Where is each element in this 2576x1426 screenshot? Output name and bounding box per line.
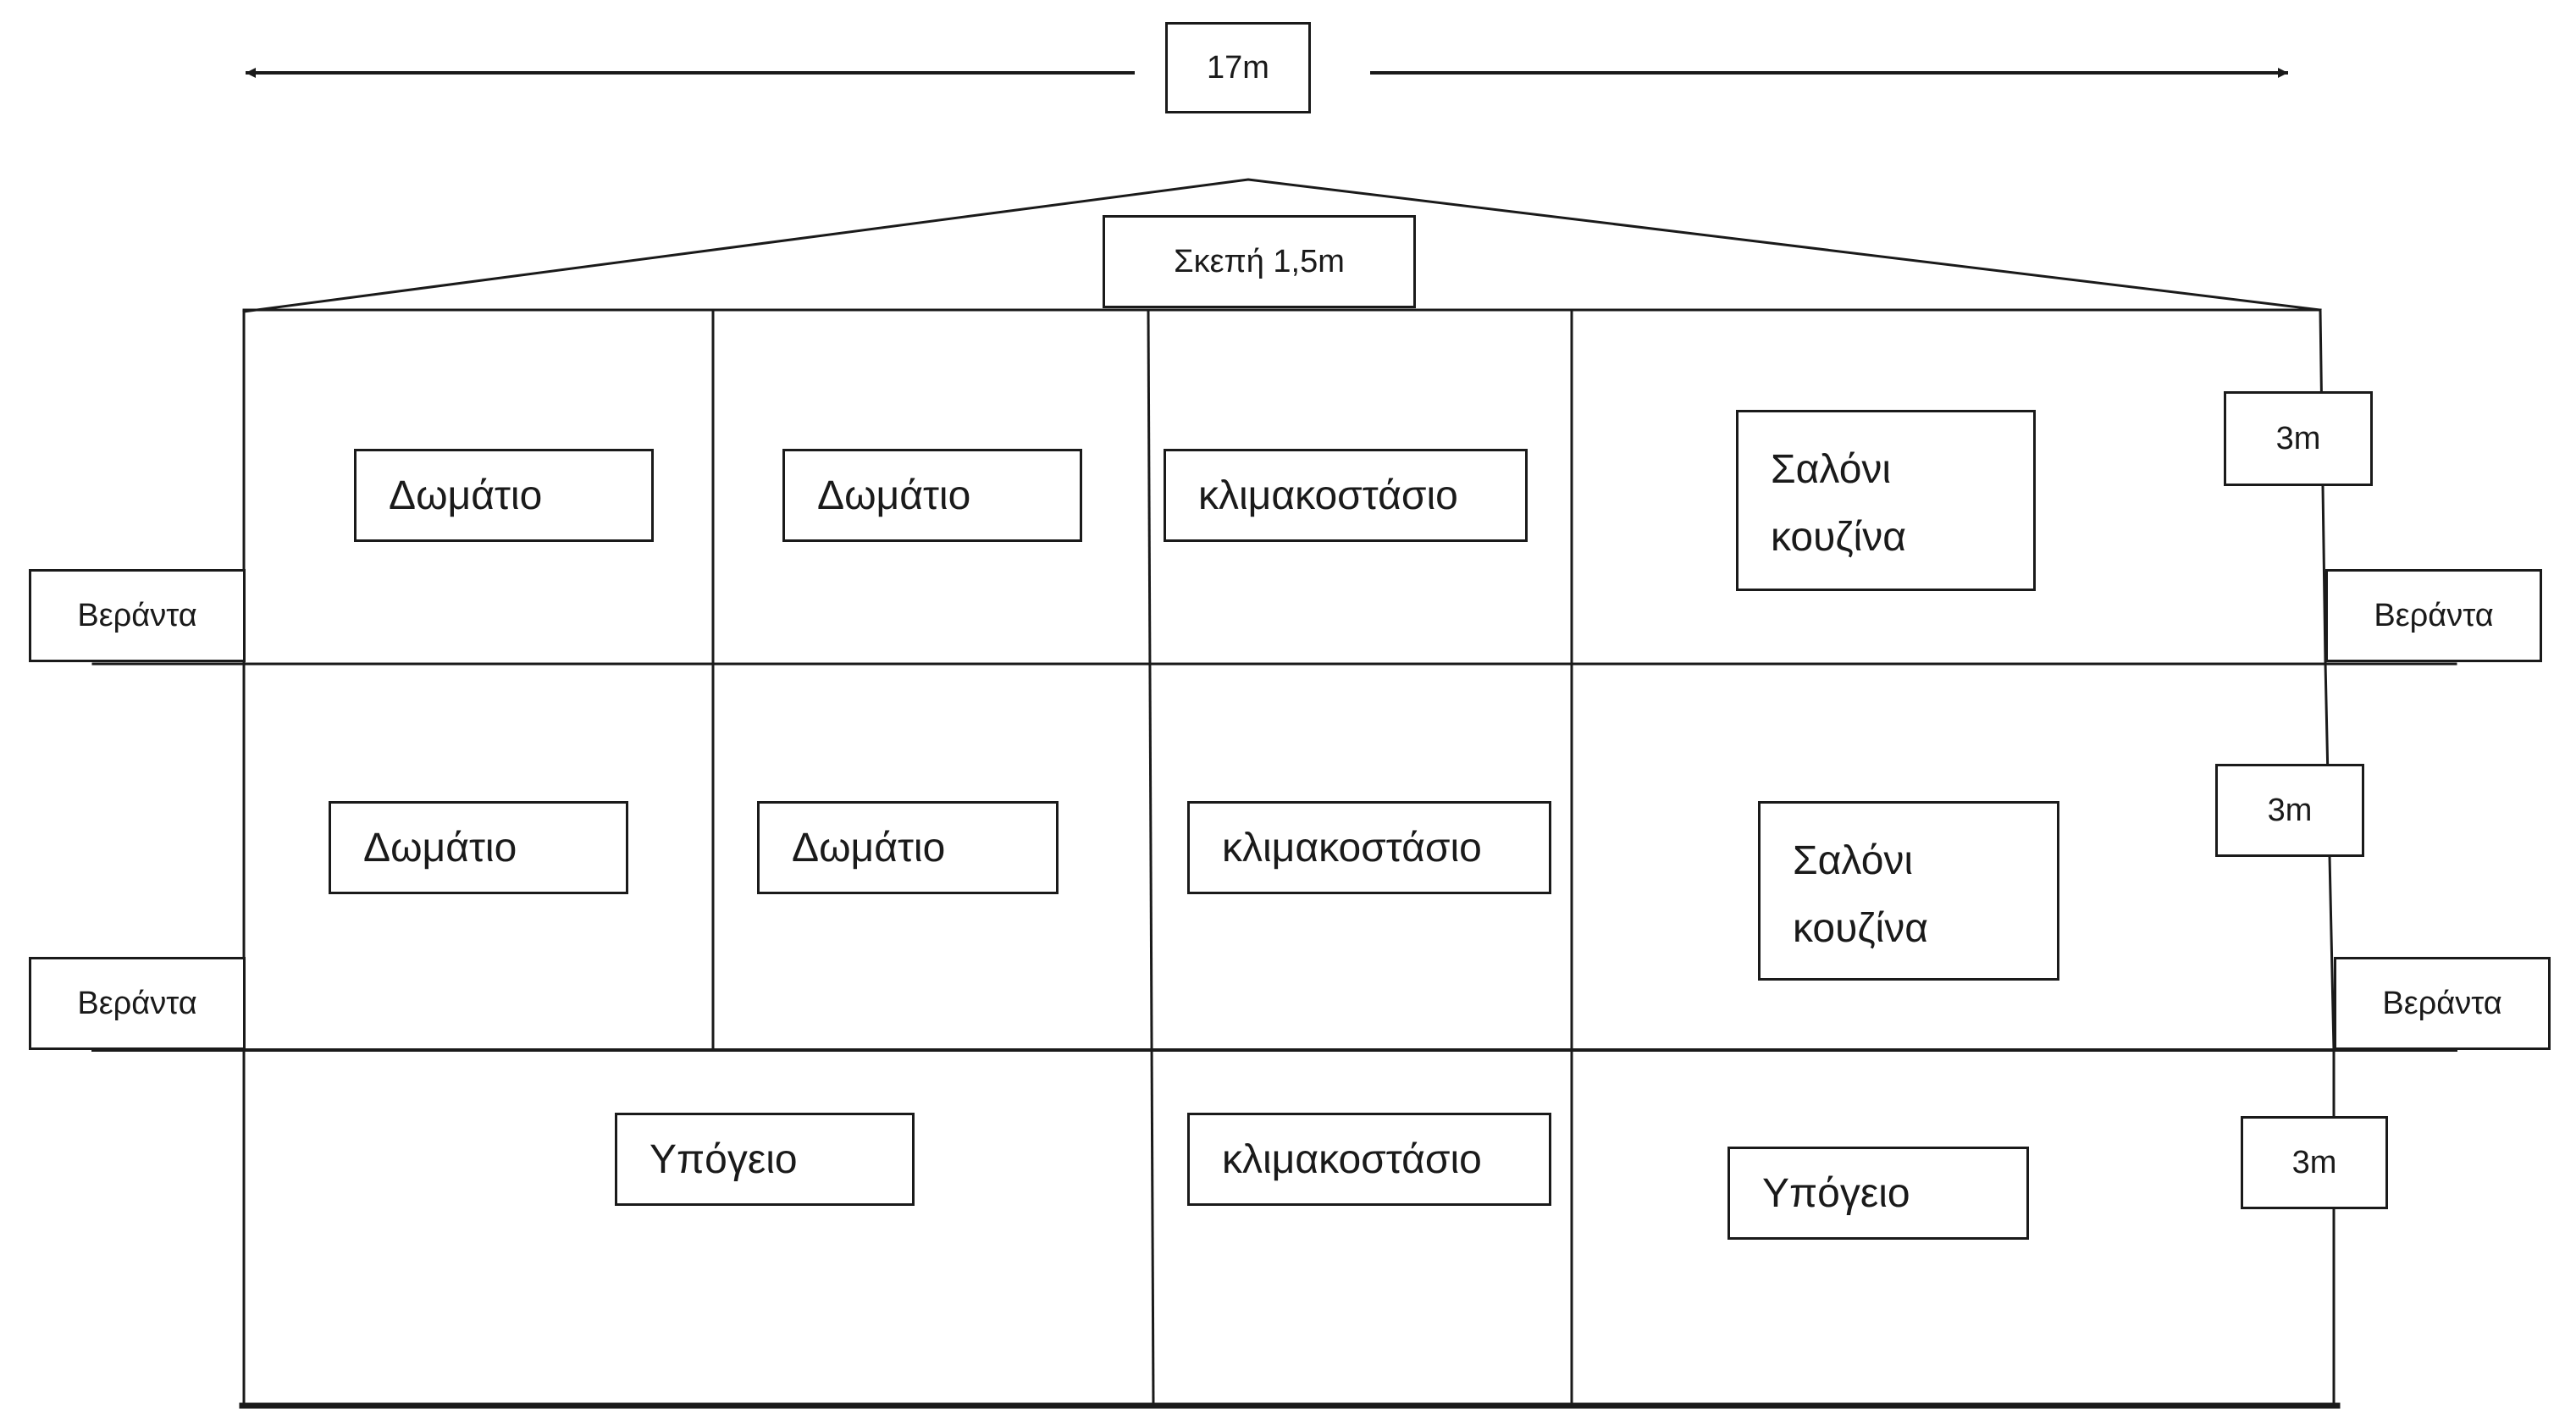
balcony-label-lower-left: Βεράντα [29,957,246,1050]
stairs-label-text: κλιμακοστάσιο [1222,1136,1482,1182]
room-label-text: Δωμάτιο [792,825,946,871]
room-label-text: Δωμάτιο [389,473,543,518]
kitchen-label-text: κουζίνα [1771,515,1906,560]
basement-label-text: Υπόγειο [650,1136,798,1182]
balcony-label-upper-right: Βεράντα [2325,569,2542,662]
kitchen-label-text: κουζίνα [1793,906,1928,951]
living-label-text: Σαλόνι [1793,838,1914,883]
floor-height-label-text: 3m [2275,420,2321,456]
room-label-text: Δωμάτιο [817,473,971,518]
floor-height-label-text: 3m [2267,792,2313,828]
balcony-label-text: Βεράντα [77,985,197,1021]
upper-room-2-label: Δωμάτιο [782,449,1082,542]
width-label-text: 17m [1207,49,1269,86]
upper-living-kitchen-label: Σαλόνι κουζίνα [1736,410,2036,591]
basement-label-text: Υπόγειο [1762,1170,1910,1216]
upper-room-1-label: Δωμάτιο [354,449,654,542]
roof-outline [242,178,2322,313]
width-label: 17m [1165,22,1311,113]
room-label-text: Δωμάτιο [363,825,517,871]
roof-label-text: Σκεπή 1,5m [1174,243,1345,279]
roof-label: Σκεπή 1,5m [1103,215,1416,308]
basement-right-label: Υπόγειο [1727,1147,2029,1240]
basement-stairs-label: κλιμακοστάσιο [1187,1113,1551,1206]
outer-wall-right-upper [2319,308,2327,664]
living-label-text: Σαλόνι [1771,447,1892,492]
balcony-label-text: Βεράντα [77,597,197,633]
balcony-label-upper-left: Βεράντα [29,569,246,662]
floor-height-label-upper: 3m [2224,391,2373,486]
stairs-label-text: κλιμακοστάσιο [1222,825,1482,871]
floor-height-label-middle: 3m [2215,764,2364,857]
balcony-label-lower-right: Βεράντα [2334,957,2551,1050]
middle-living-kitchen-label: Σαλόνι κουζίνα [1758,801,2059,981]
balcony-label-text: Βεράντα [2382,985,2502,1021]
middle-room-1-label: Δωμάτιο [329,801,628,894]
partition-wall [1147,308,1155,1407]
middle-stairs-label: κλιμακοστάσιο [1187,801,1551,894]
floor-height-label-basement: 3m [2241,1116,2388,1209]
middle-room-2-label: Δωμάτιο [757,801,1059,894]
floor-height-label-text: 3m [2291,1144,2337,1180]
balcony-label-text: Βεράντα [2374,597,2494,633]
basement-left-label: Υπόγειο [615,1113,915,1206]
stairs-label-text: κλιμακοστάσιο [1198,473,1458,518]
upper-stairs-label: κλιμακοστάσιο [1164,449,1528,542]
